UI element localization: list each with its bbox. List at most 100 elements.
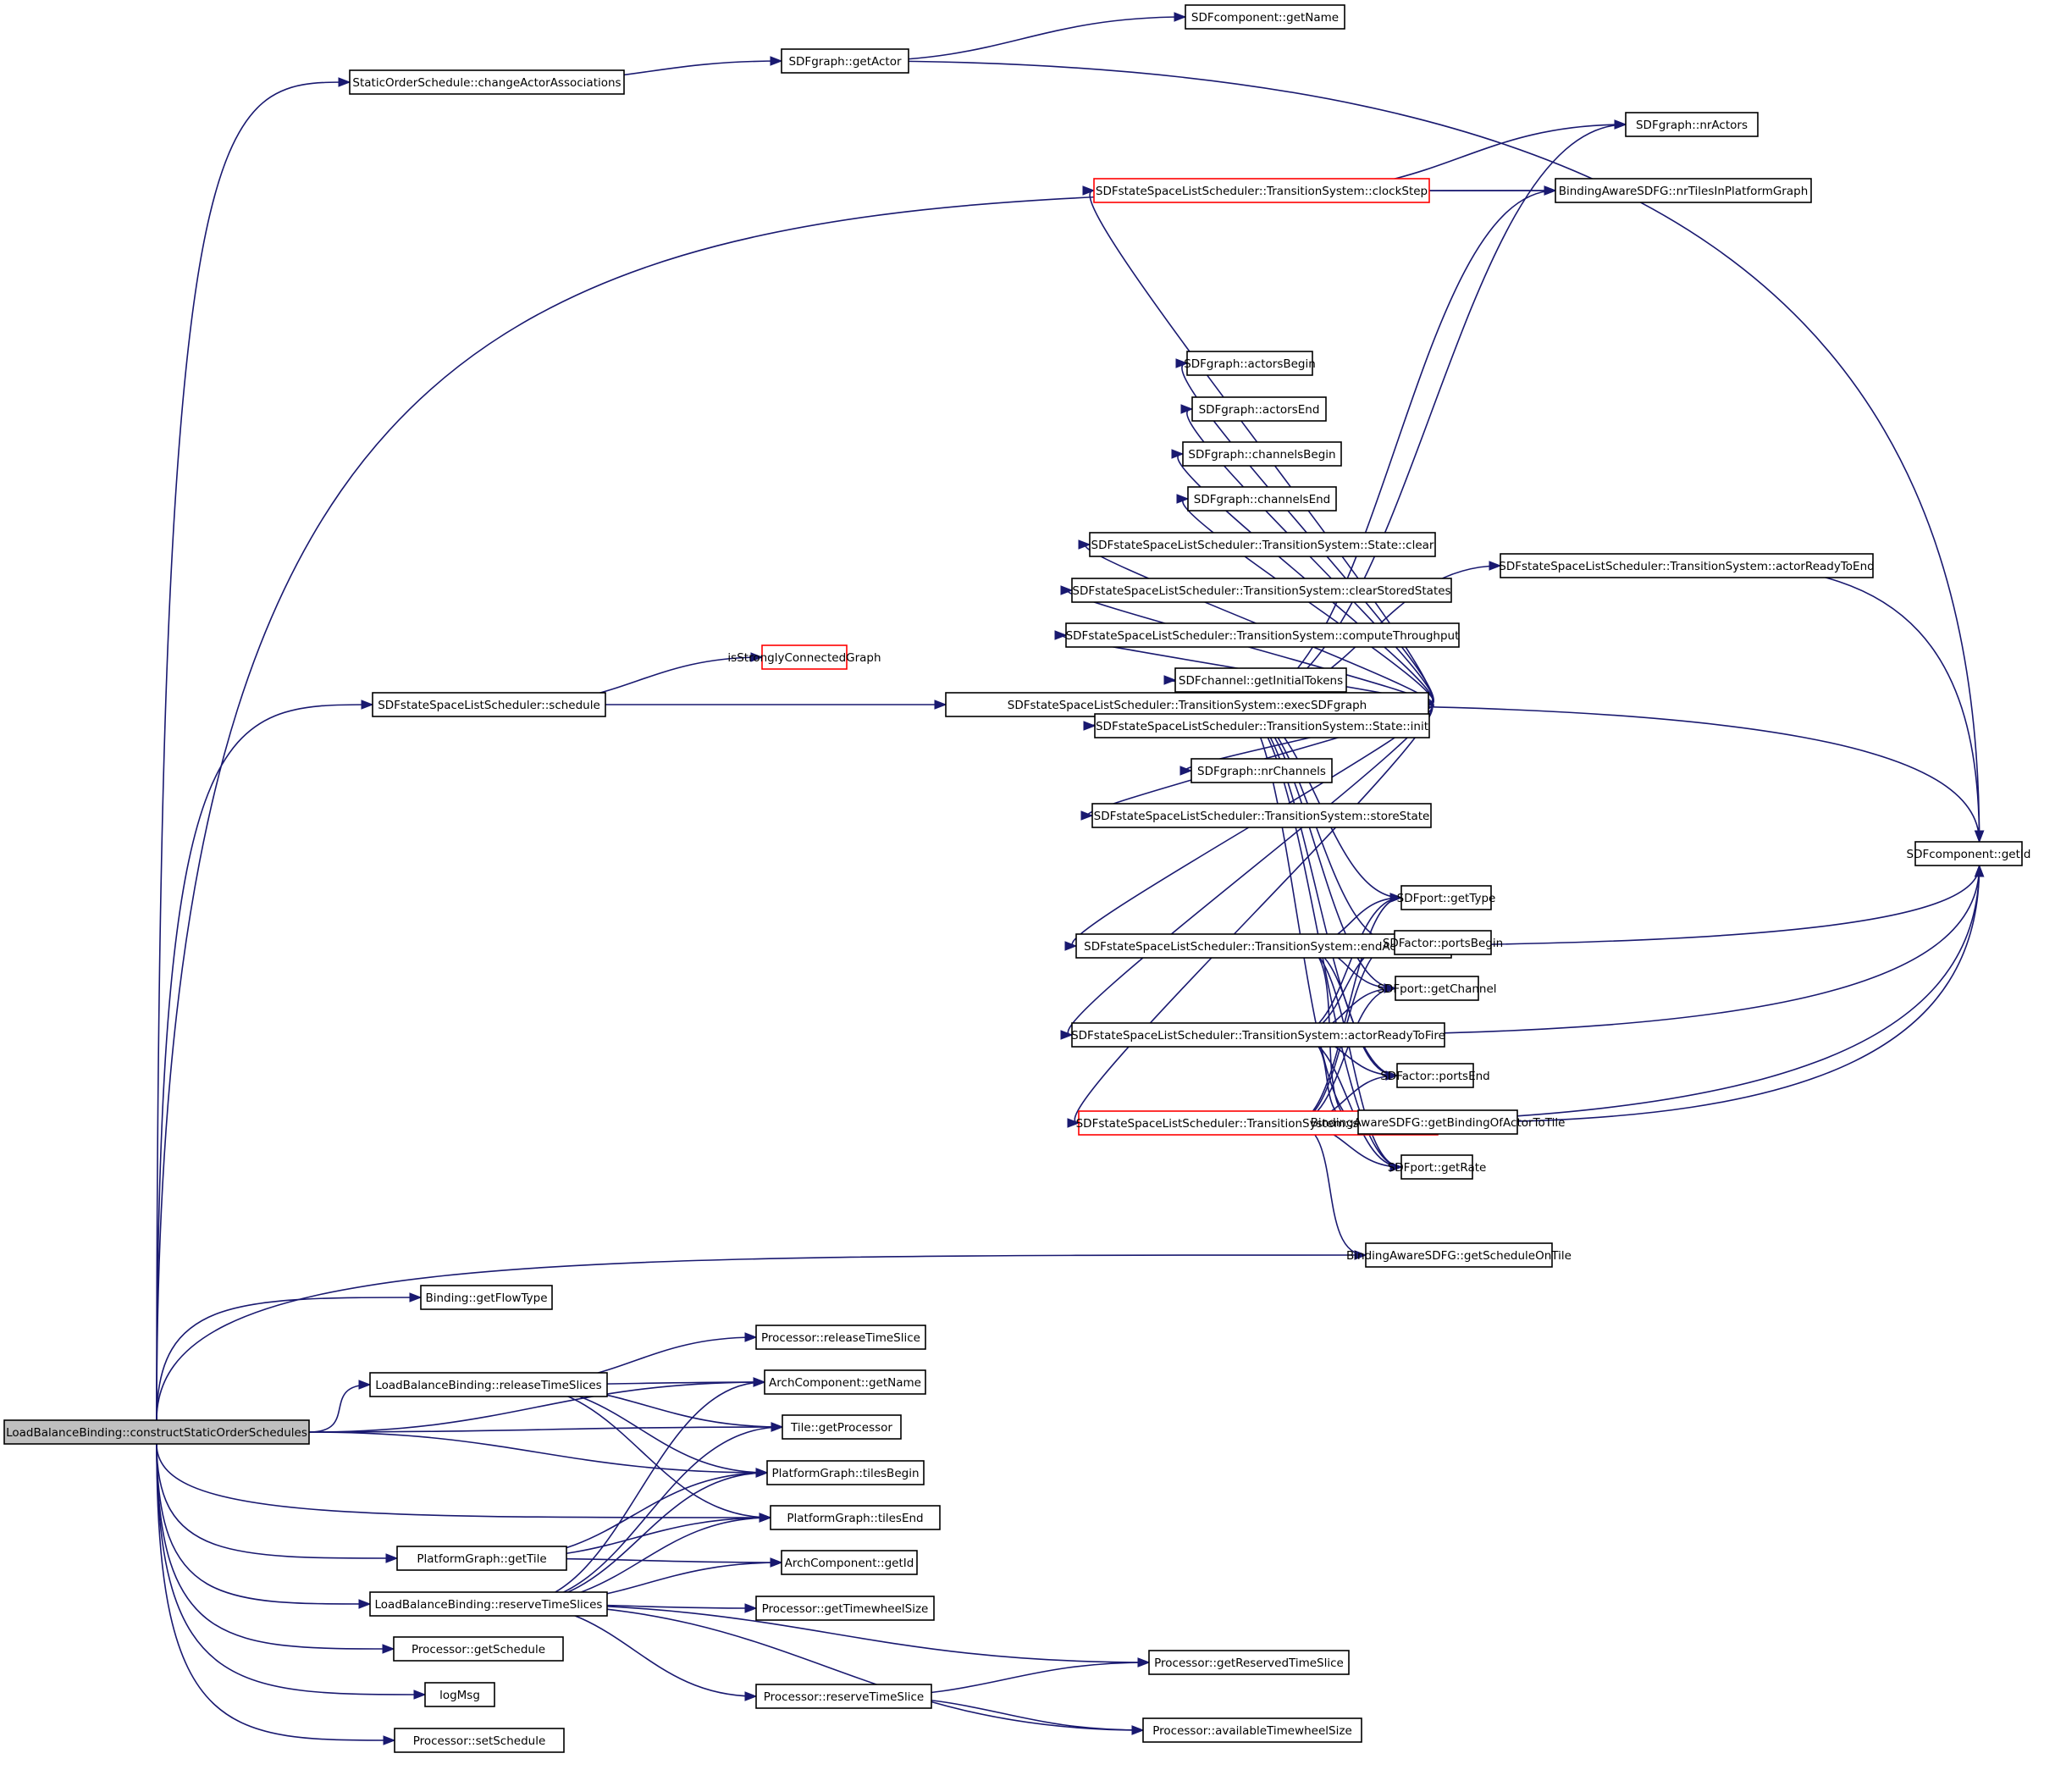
node-box[interactable] xyxy=(1094,713,1430,738)
node-getSchedule[interactable]: Processor::getSchedule xyxy=(393,1636,564,1662)
node-box[interactable] xyxy=(1395,976,1479,1001)
node-getFlowType[interactable]: Binding::getFlowType xyxy=(420,1285,553,1310)
node-getReservedTimeSlice[interactable]: Processor::getReservedTimeSlice xyxy=(1148,1650,1350,1675)
node-box[interactable] xyxy=(3,1419,310,1445)
node-box[interactable] xyxy=(1914,841,2023,866)
node-logMsg[interactable]: logMsg xyxy=(424,1682,495,1707)
node-box[interactable] xyxy=(1400,885,1492,910)
node-getActor[interactable]: SDFgraph::getActor xyxy=(781,48,909,74)
node-actorReadyToFire[interactable]: SDFstateSpaceListScheduler::TransitionSy… xyxy=(1071,1022,1445,1048)
node-box[interactable] xyxy=(1500,553,1874,578)
node-portsEnd[interactable]: SDFactor::portsEnd xyxy=(1380,1063,1490,1088)
node-channelsEnd[interactable]: SDFgraph::channelsEnd xyxy=(1187,486,1337,512)
node-stateInit[interactable]: SDFstateSpaceListScheduler::TransitionSy… xyxy=(1094,713,1430,738)
node-box[interactable] xyxy=(1071,578,1452,603)
node-box[interactable] xyxy=(1185,4,1345,30)
node-box[interactable] xyxy=(1394,930,1492,955)
node-box[interactable] xyxy=(1187,486,1337,512)
node-getChannel[interactable]: SDFport::getChannel xyxy=(1377,976,1497,1001)
node-box[interactable] xyxy=(396,1546,567,1571)
node-box[interactable] xyxy=(394,1728,565,1753)
node-box[interactable] xyxy=(1142,1717,1362,1743)
node-execSDFgraph[interactable]: SDFstateSpaceListScheduler::TransitionSy… xyxy=(945,692,1429,717)
node-box[interactable] xyxy=(349,69,625,95)
node-label: SDFgraph::channelsEnd xyxy=(1194,493,1330,506)
node-box[interactable] xyxy=(1396,1063,1474,1088)
node-actorReadyToEnd[interactable]: SDFstateSpaceListScheduler::TransitionSy… xyxy=(1499,553,1875,578)
node-channelsBegin[interactable]: SDFgraph::channelsBegin xyxy=(1182,441,1342,467)
node-clockStep[interactable]: SDFstateSpaceListScheduler::TransitionSy… xyxy=(1093,178,1430,203)
node-box[interactable] xyxy=(1190,758,1333,783)
node-archGetId[interactable]: ArchComponent::getId xyxy=(781,1550,918,1575)
node-getRate[interactable]: SDFport::getRate xyxy=(1388,1154,1487,1180)
node-reserveTimeSlices[interactable]: LoadBalanceBinding::reserveTimeSlices xyxy=(369,1591,608,1617)
node-schedule[interactable]: SDFstateSpaceListScheduler::schedule xyxy=(372,692,606,717)
node-box[interactable] xyxy=(1555,178,1812,203)
node-actorsBegin[interactable]: SDFgraph::actorsBegin xyxy=(1184,351,1316,376)
node-box[interactable] xyxy=(1065,622,1460,648)
node-stateClear[interactable]: SDFstateSpaceListScheduler::TransitionSy… xyxy=(1089,532,1436,557)
node-box[interactable] xyxy=(393,1636,564,1662)
node-box[interactable] xyxy=(764,1369,926,1395)
node-portsBegin[interactable]: SDFactor::portsBegin xyxy=(1383,930,1503,955)
node-sdfGetId[interactable]: SDFcomponent::getId xyxy=(1907,841,2031,866)
node-box[interactable] xyxy=(372,692,606,717)
node-getType[interactable]: SDFport::getType xyxy=(1397,885,1496,910)
node-actorsEnd[interactable]: SDFgraph::actorsEnd xyxy=(1191,396,1327,422)
edge-startActorFiring-to-getChannel xyxy=(1294,987,1396,1124)
node-changeActorAssociations[interactable]: StaticOrderSchedule::changeActorAssociat… xyxy=(349,69,625,95)
node-clearStored[interactable]: SDFstateSpaceListScheduler::TransitionSy… xyxy=(1071,578,1452,603)
node-nrChannels[interactable]: SDFgraph::nrChannels xyxy=(1190,758,1333,783)
node-box[interactable] xyxy=(1174,667,1347,693)
node-tilesEnd[interactable]: PlatformGraph::tilesEnd xyxy=(770,1505,941,1530)
node-box[interactable] xyxy=(755,1325,926,1350)
node-box[interactable] xyxy=(755,1684,932,1709)
node-root[interactable]: LoadBalanceBinding::constructStaticOrder… xyxy=(3,1419,310,1445)
node-reserveTimeSlice[interactable]: Processor::reserveTimeSlice xyxy=(755,1684,932,1709)
node-box[interactable] xyxy=(782,1414,902,1440)
node-box[interactable] xyxy=(369,1372,608,1397)
node-endActorFiring[interactable]: SDFstateSpaceListScheduler::TransitionSy… xyxy=(1075,933,1452,959)
node-getProcessor[interactable]: Tile::getProcessor xyxy=(782,1414,902,1440)
node-box[interactable] xyxy=(781,48,909,74)
arrowhead-icon xyxy=(755,1468,769,1478)
node-getTile[interactable]: PlatformGraph::getTile xyxy=(396,1546,567,1571)
node-setSchedule[interactable]: Processor::setSchedule xyxy=(394,1728,565,1753)
node-box[interactable] xyxy=(1148,1650,1350,1675)
node-archGetName[interactable]: ArchComponent::getName xyxy=(764,1369,926,1395)
node-tilesBegin[interactable]: PlatformGraph::tilesBegin xyxy=(766,1460,925,1485)
node-box[interactable] xyxy=(1365,1242,1553,1268)
node-box[interactable] xyxy=(1091,803,1432,828)
node-box[interactable] xyxy=(1075,933,1452,959)
node-isStronglyConnected[interactable]: isStronglyConnectedGraph xyxy=(727,644,881,670)
node-getTimewheelSize[interactable]: Processor::getTimewheelSize xyxy=(755,1596,935,1621)
node-storeState[interactable]: SDFstateSpaceListScheduler::TransitionSy… xyxy=(1091,803,1432,828)
node-box[interactable] xyxy=(1089,532,1436,557)
node-box[interactable] xyxy=(420,1285,553,1310)
node-box[interactable] xyxy=(1182,441,1342,467)
node-box[interactable] xyxy=(1625,112,1759,137)
node-box[interactable] xyxy=(1191,396,1327,422)
node-box[interactable] xyxy=(424,1682,495,1707)
node-box[interactable] xyxy=(1186,351,1313,376)
node-nrActors[interactable]: SDFgraph::nrActors xyxy=(1625,112,1759,137)
node-box[interactable] xyxy=(1400,1154,1473,1180)
node-getBinding[interactable]: BindingAwareSDFG::getBindingOfActorToTil… xyxy=(1311,1109,1566,1135)
node-box[interactable] xyxy=(1071,1022,1445,1048)
node-box[interactable] xyxy=(369,1591,608,1617)
node-box[interactable] xyxy=(766,1460,925,1485)
node-computeThroughput[interactable]: SDFstateSpaceListScheduler::TransitionSy… xyxy=(1065,622,1460,648)
node-availableTimewheelSize[interactable]: Processor::availableTimewheelSize xyxy=(1142,1717,1362,1743)
node-box[interactable] xyxy=(1093,178,1430,203)
node-box[interactable] xyxy=(755,1596,935,1621)
node-nrTiles[interactable]: BindingAwareSDFG::nrTilesInPlatformGraph xyxy=(1555,178,1812,203)
node-releaseTimeSlice[interactable]: Processor::releaseTimeSlice xyxy=(755,1325,926,1350)
node-getScheduleOnTile[interactable]: BindingAwareSDFG::getScheduleOnTile xyxy=(1346,1242,1572,1268)
node-box[interactable] xyxy=(761,644,848,670)
node-releaseTimeSlices[interactable]: LoadBalanceBinding::releaseTimeSlices xyxy=(369,1372,608,1397)
node-sdfGetName[interactable]: SDFcomponent::getName xyxy=(1185,4,1345,30)
node-getInitialTokens[interactable]: SDFchannel::getInitialTokens xyxy=(1174,667,1347,693)
node-box[interactable] xyxy=(781,1550,918,1575)
node-box[interactable] xyxy=(1357,1109,1518,1135)
node-box[interactable] xyxy=(770,1505,941,1530)
